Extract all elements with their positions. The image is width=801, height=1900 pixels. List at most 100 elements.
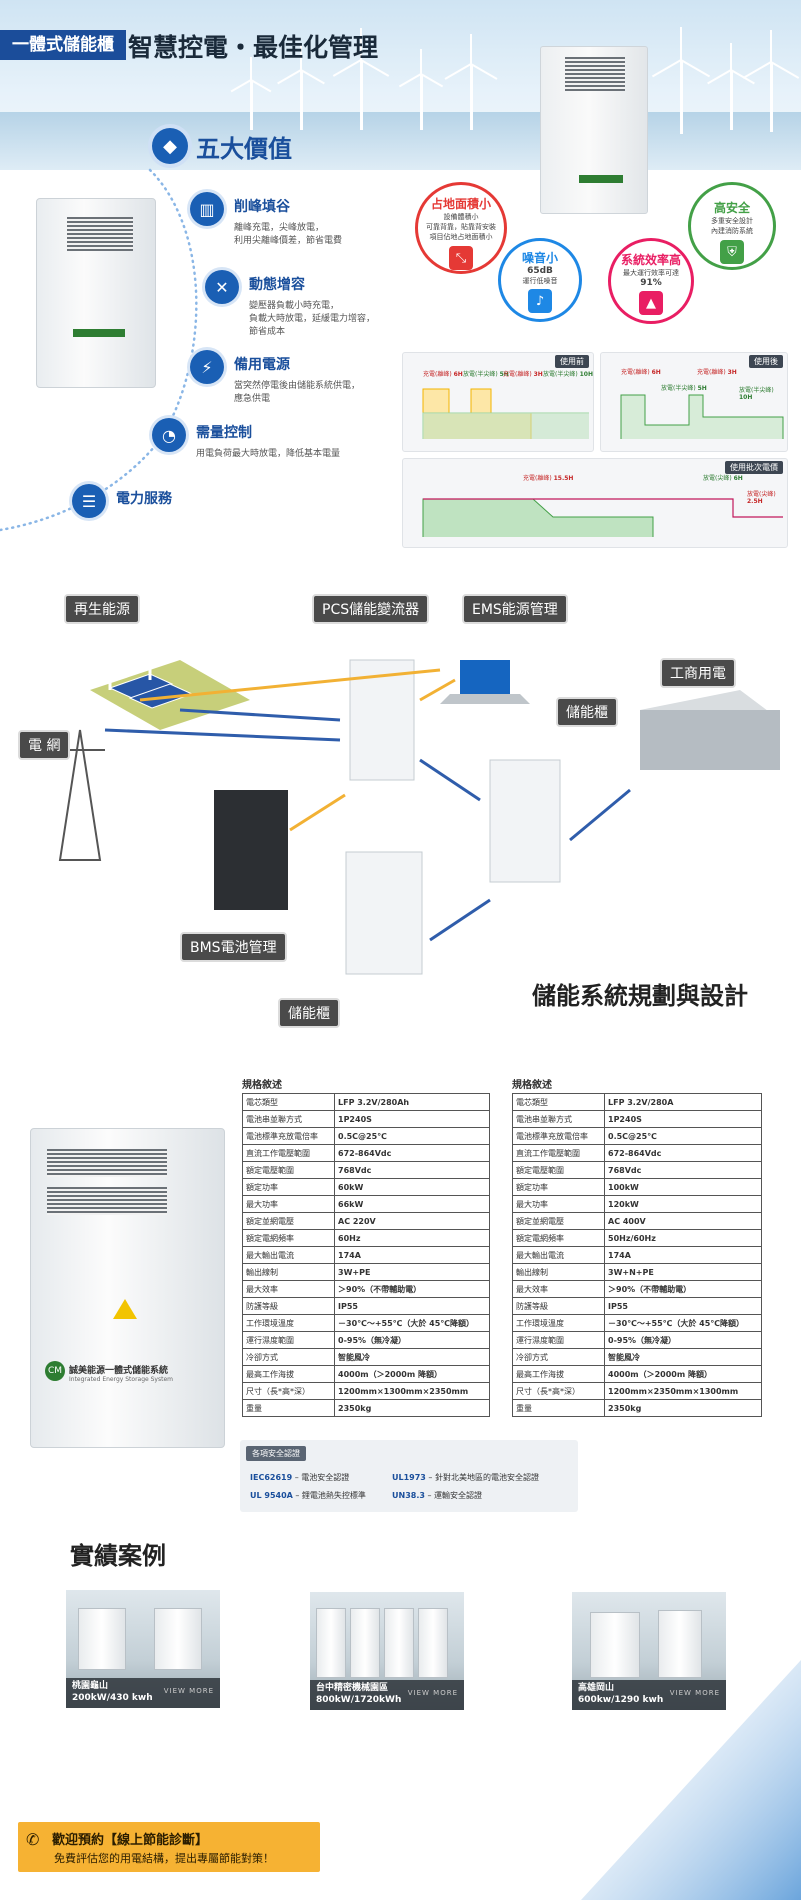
hero-cabinet-image (540, 46, 648, 214)
value-desc: 變壓器負載小時充電，負載大時放電，延緩電力增容，節省成本 (249, 301, 376, 337)
spec-key: 直流工作電壓範圍 (512, 1144, 605, 1162)
spec-value: 3W+N+PE (604, 1263, 762, 1281)
value-desc: 當突然停電後由儲能系統供電，應急供電 (234, 381, 361, 404)
product-cabinet-image (36, 198, 156, 388)
spec-value: 672-864Vdc (334, 1144, 490, 1162)
brand-logo-icon: CM (45, 1361, 65, 1381)
panel-tag: 使用後 (749, 355, 783, 368)
value-dynamic-capacity: ✕ 動態增容 變壓器負載小時充電，負載大時放電，延緩電力增容，節省成本 (205, 270, 375, 339)
spec-value: 1P240S (604, 1110, 762, 1128)
spec-row: 最大效率＞90%（不帶輔助電） (512, 1280, 762, 1298)
spec-value: 50Hz/60Hz (604, 1229, 762, 1247)
growth-chart-icon: ▲ (639, 291, 663, 315)
spec-value: 768Vdc (604, 1161, 762, 1179)
certifications-box: 各項安全認證 IEC62619 – 電池安全認證 UL1973 – 針對北美地區… (240, 1440, 578, 1512)
view-more-link[interactable]: VIEW MORE (163, 1687, 214, 1695)
consultation-cta-button[interactable]: ✆ 歡迎預約【線上節能診斷】 免費評估您的用電結構，提出專屬節能對策！ (18, 1822, 320, 1872)
shield-icon: ⛨ (720, 240, 744, 264)
value-power-service: ☰ 電力服務 (72, 484, 172, 518)
spec-key: 運行濕度範圍 (242, 1331, 335, 1349)
spec-key: 尺寸（長*高*深） (512, 1382, 605, 1400)
spec-row: 尺寸（長*高*深）1200mm×1300mm×2350mm (242, 1382, 490, 1400)
spec-value: 智能風冷 (604, 1348, 762, 1366)
spec-key: 電池標準充放電倍率 (242, 1127, 335, 1145)
spec-row: 工作環境溫度－30℃～+55℃（大於 45℃降額） (242, 1314, 490, 1332)
spec-value: 100kW (604, 1178, 762, 1196)
spec-cabinet-image: CM 誠美能源一體式儲能系統 Integrated Energy Storage… (30, 1128, 225, 1448)
panel-label: 放電(半尖峰) 10H (543, 371, 593, 378)
spec-value: －30℃～+55℃（大於 45℃降額） (604, 1314, 762, 1332)
value-peak-shaving: ▥ 削峰填谷 離峰充電，尖峰放電，利用尖離峰價差，節省電費 (190, 192, 342, 248)
spec-key: 防護等級 (242, 1297, 335, 1315)
view-more-link[interactable]: VIEW MORE (669, 1689, 720, 1697)
spec-value: 60kW (334, 1178, 490, 1196)
case-unit (316, 1608, 346, 1678)
spec-value: 0-95%（無冷凝） (334, 1331, 490, 1349)
tools-icon: ✕ (205, 270, 239, 304)
chart-batch (422, 498, 783, 537)
diagram-title: 儲能系統規劃與設計 (532, 982, 748, 1010)
view-more-link[interactable]: VIEW MORE (407, 1689, 458, 1697)
value-desc: 用電負荷最大時放電，降低基本電量 (196, 449, 341, 459)
spec-value: 672-864Vdc (604, 1144, 762, 1162)
panel-batch-pricing: 使用批次電價 充電(離峰) 15.5H 放電(尖峰) 6H 放電(尖峰) 2.5… (402, 458, 788, 548)
spec-key: 輸出線制 (242, 1263, 335, 1281)
spec-key: 工作環境溫度 (512, 1314, 605, 1332)
hero-banner: 一體式儲能櫃 智慧控電・最佳化管理 (0, 0, 801, 170)
spec-value: AC 220V (334, 1212, 490, 1230)
panel-tag: 使用前 (555, 355, 589, 368)
value-title: 備用電源 (234, 357, 290, 373)
panel-label: 充電(離峰) 3H (697, 369, 737, 376)
spec-key: 額定並網電壓 (242, 1212, 335, 1230)
cert-item: UL 9540A – 鋰電池熱失控標準 (250, 1491, 366, 1500)
spec-key: 額定電網頻率 (242, 1229, 335, 1247)
spec-key: 運行濕度範圍 (512, 1331, 605, 1349)
panel-label: 放電(半尖峰) 5H (463, 371, 509, 378)
panel-label: 充電(離峰) 3H (503, 371, 543, 378)
spec-value: 0-95%（無冷凝） (604, 1331, 762, 1349)
spec-key: 電芯類型 (242, 1093, 335, 1111)
spec-caption: 規格敘述 (512, 1080, 552, 1091)
warning-icon (113, 1299, 137, 1319)
panel-label: 充電(離峰) 6H (621, 369, 661, 376)
spec-value: LFP 3.2V/280Ah (334, 1093, 490, 1111)
cabinet-vent (565, 57, 625, 91)
feature-value: 91% (640, 278, 662, 288)
spec-value: ＞90%（不帶輔助電） (604, 1280, 762, 1298)
cabinet-brand: 誠美能源一體式儲能系統 (69, 1366, 169, 1376)
spec-key: 最大功率 (512, 1195, 605, 1213)
diamond-icon: ◆ (152, 128, 188, 164)
feature-title: 噪音小 (521, 251, 558, 265)
spec-key: 尺寸（長*高*深） (242, 1382, 335, 1400)
spec-row: 冷卻方式智能風冷 (242, 1348, 490, 1366)
spec-key: 最大輸出電流 (242, 1246, 335, 1264)
spec-value: AC 400V (604, 1212, 762, 1230)
feature-desc: 最大運行效率可達 (623, 269, 679, 277)
feature-high-safety: 高安全 多重安全設計內建消防系統 ⛨ (688, 182, 776, 270)
spec-key: 最大效率 (512, 1280, 605, 1298)
spec-key: 額定並網電壓 (512, 1212, 605, 1230)
bar-chart-icon: ▥ (190, 192, 224, 226)
case-unit (350, 1608, 380, 1678)
spec-key: 輸出線制 (512, 1263, 605, 1281)
spec-key: 防護等級 (512, 1297, 605, 1315)
spec-key: 重量 (242, 1399, 335, 1417)
case-unit (384, 1608, 414, 1678)
